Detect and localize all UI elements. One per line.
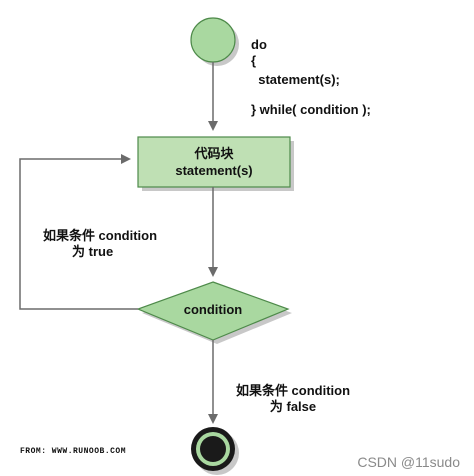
process-box	[137, 136, 291, 188]
csdn-watermark: CSDN @11sudo	[357, 454, 460, 470]
do-while-code: do { statement(s); } while( condition );	[251, 37, 371, 118]
process-box-label: 代码块 statement(s)	[138, 137, 290, 187]
true-branch-label: 如果条件 condition 为 true	[30, 228, 170, 260]
code-line-open-brace: {	[251, 53, 257, 68]
false-label-line2: 为 false	[269, 399, 317, 414]
start-node	[190, 17, 236, 63]
end-node-inner	[200, 436, 226, 462]
source-credit: FROM: WWW.RUNOOB.COM	[20, 447, 127, 456]
code-line-blank	[251, 88, 371, 102]
false-branch-label: 如果条件 condition 为 false	[228, 383, 358, 415]
true-label-line1: 如果条件 condition	[42, 228, 158, 243]
false-label-line1: 如果条件 condition	[235, 383, 351, 398]
code-line-statement: statement(s);	[251, 72, 340, 87]
code-line-do: do	[251, 37, 267, 52]
code-line-while: } while( condition );	[251, 102, 371, 117]
decision-condition-text: condition	[183, 301, 243, 317]
process-box-title: 代码块	[194, 146, 234, 161]
true-label-line2: 为 true	[72, 244, 114, 259]
loop-back-true-arrow	[19, 154, 138, 310]
process-box-statement: statement(s)	[175, 163, 253, 178]
decision-label: condition	[138, 298, 288, 320]
